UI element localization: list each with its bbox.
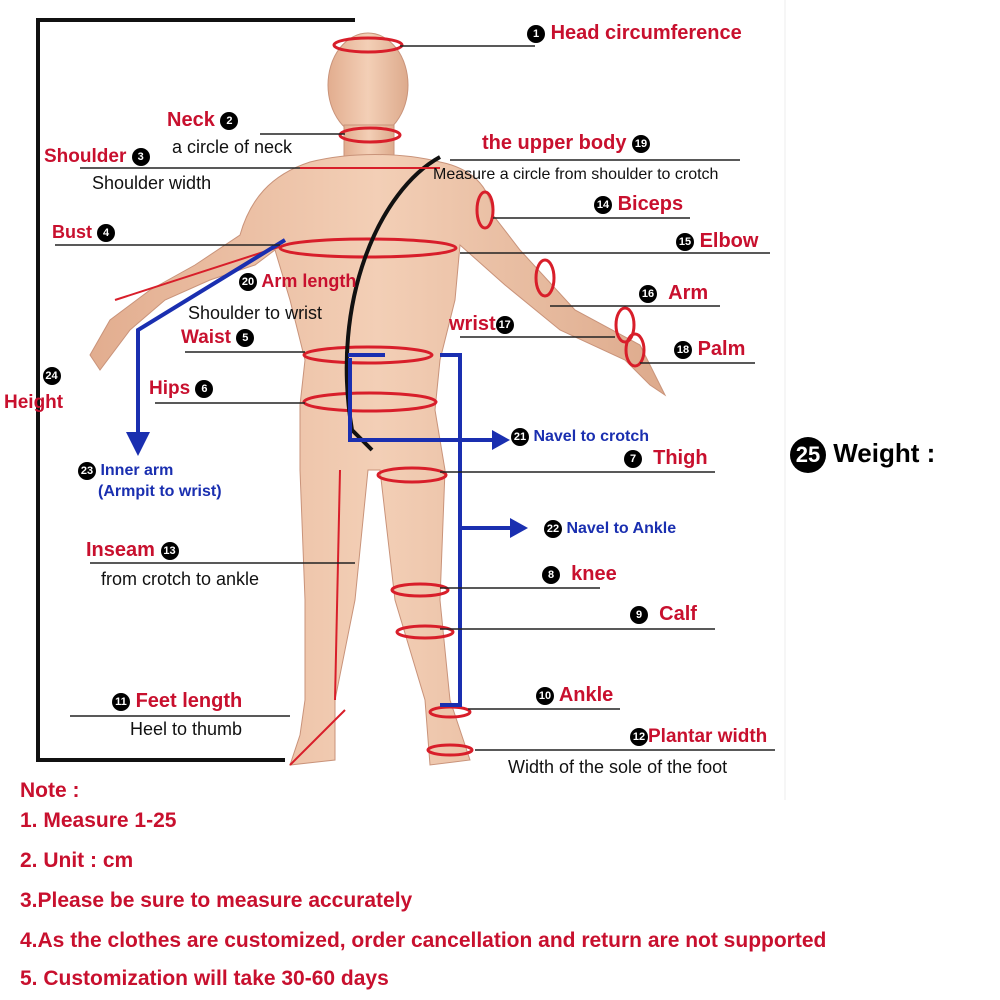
- number-badge: 12: [630, 727, 648, 746]
- navel-crotch-label: 21 Navel to crotch: [511, 428, 649, 446]
- arm-length-sub: Shoulder to wrist: [188, 303, 323, 323]
- inseam-sub: from crotch to ankle: [101, 569, 260, 589]
- feet-length-label: 11 Feet length: [112, 691, 242, 711]
- waist-text: Waist: [181, 327, 231, 348]
- thigh-text: Thigh: [653, 447, 708, 469]
- number-badge: 18: [674, 340, 692, 359]
- number-badge: 7: [624, 449, 642, 468]
- number-badge: 24: [42, 366, 61, 385]
- neck-label: Neck 2: [167, 109, 239, 131]
- number-badge: 16: [639, 284, 657, 303]
- note-item: 3.Please be sure to measure accurately: [20, 889, 413, 912]
- knee-label: 8 knee: [542, 564, 617, 584]
- body-silhouette: [89, 32, 667, 766]
- arm-length-text: Arm length: [261, 271, 357, 291]
- wrist-text: wrist: [449, 313, 496, 335]
- note-item: 5. Customization will take 30-60 days: [20, 967, 389, 990]
- upper-body-label: the upper body 19: [482, 132, 651, 154]
- number-badge: 23: [78, 462, 96, 480]
- bust-label: Bust 4: [52, 222, 116, 243]
- arm-length-label: 20 Arm length: [239, 271, 357, 292]
- inner-arm-text: Inner arm: [100, 462, 174, 480]
- feet-length-sub: Heel to thumb: [130, 719, 243, 739]
- waist-label: Waist 5: [181, 327, 255, 348]
- navel-ankle-text: Navel to Ankle: [566, 520, 677, 538]
- ankle-label: 10 Ankle: [536, 685, 613, 705]
- number-badge: 4: [97, 224, 116, 243]
- calf-text: Calf: [659, 603, 697, 625]
- number-badge: 17: [495, 315, 514, 334]
- shoulder-sub: Shoulder width: [92, 173, 212, 193]
- weight-label: 25 Weight :: [790, 437, 935, 473]
- inseam-text: Inseam: [86, 539, 155, 561]
- note-item: 4.As the clothes are customized, order c…: [20, 929, 827, 952]
- note-item: 1. Measure 1-25: [20, 809, 177, 832]
- hips-label: Hips 6: [149, 378, 214, 399]
- elbow-text: Elbow: [699, 230, 759, 252]
- number-badge: 11: [112, 692, 130, 711]
- hips-text: Hips: [149, 378, 191, 399]
- number-badge: 15: [676, 232, 694, 251]
- feet-length-text: Feet length: [135, 690, 243, 712]
- ankle-text: Ankle: [558, 684, 614, 706]
- upper-body-sub: Measure a circle from shoulder to crotch: [433, 166, 719, 183]
- calf-label: 9 Calf: [630, 604, 697, 624]
- number-badge: 14: [594, 195, 612, 214]
- measurement-rings: [278, 36, 646, 757]
- number-badge: 20: [239, 273, 257, 292]
- arm-label: 16 Arm: [639, 283, 708, 303]
- blue-arrows: [136, 238, 510, 707]
- note-title: Note :: [20, 779, 80, 802]
- upper-body-text: the upper body: [482, 132, 627, 154]
- palm-text: Palm: [697, 338, 746, 360]
- number-badge: 10: [536, 686, 554, 705]
- biceps-text: Biceps: [617, 193, 684, 215]
- thigh-label: 7 Thigh: [624, 448, 708, 468]
- height-bracket: [36, 18, 355, 762]
- bust-text: Bust: [52, 222, 92, 242]
- head-circumference-text: Head circumference: [550, 22, 742, 44]
- number-badge: 22: [544, 520, 562, 538]
- number-badge: 25: [790, 437, 826, 473]
- navel-ankle-label: 22 Navel to Ankle: [544, 520, 676, 538]
- leader-lines: [55, 45, 775, 751]
- elbow-label: 15 Elbow: [676, 231, 758, 251]
- note-item: 2. Unit : cm: [20, 849, 134, 872]
- neck-sub: a circle of neck: [172, 137, 293, 157]
- number-badge: 13: [160, 541, 179, 560]
- number-badge: 21: [511, 428, 529, 446]
- number-badge: 5: [236, 328, 255, 347]
- height-text: Height: [4, 392, 64, 413]
- arm-text: Arm: [668, 282, 709, 304]
- biceps-label: 14 Biceps: [594, 194, 683, 214]
- plantar-width-text: Plantar width: [648, 726, 768, 747]
- number-badge: 2: [220, 111, 239, 130]
- shoulder-text: Shoulder: [44, 146, 127, 167]
- number-badge: 9: [630, 605, 648, 624]
- navel-crotch-text: Navel to crotch: [533, 428, 650, 446]
- shoulder-label: Shoulder 3: [44, 147, 150, 166]
- number-badge: 3: [131, 147, 150, 166]
- number-badge: 6: [195, 379, 214, 398]
- palm-label: 18 Palm: [674, 339, 745, 359]
- weight-text: Weight :: [833, 437, 936, 468]
- number-badge: 8: [542, 565, 560, 584]
- number-badge: 1: [527, 24, 545, 43]
- inner-arm-sub: (Armpit to wrist): [98, 483, 222, 500]
- knee-text: knee: [571, 563, 617, 585]
- inner-arm-label: 23 Inner arm: [78, 462, 173, 480]
- plantar-width-sub: Width of the sole of the foot: [508, 757, 728, 777]
- neck-text: Neck: [167, 109, 215, 131]
- head-circumference-label: 1 Head circumference: [527, 23, 742, 43]
- inseam-label: Inseam 13: [86, 540, 179, 560]
- number-badge: 19: [632, 134, 651, 153]
